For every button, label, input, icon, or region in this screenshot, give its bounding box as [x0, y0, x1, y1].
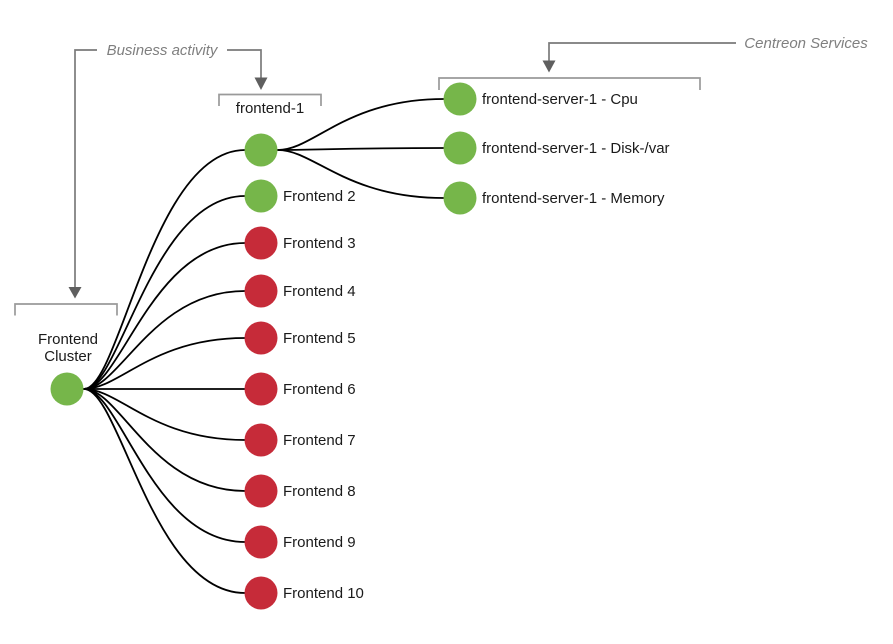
- bracket-centreon-services: [438, 77, 701, 90]
- frontend-1-label: frontend-1: [236, 100, 304, 117]
- frontend-8-label: Frontend 8: [283, 483, 356, 500]
- node-frontend-2[interactable]: [244, 179, 278, 213]
- business-activity-arm-left: [74, 49, 97, 287]
- frontend-4-label: Frontend 4: [283, 283, 356, 300]
- centreon-services-label: Centreon Services: [744, 35, 868, 52]
- edge-root-to-frontend-5: [83, 337, 246, 390]
- edge-root-to-frontend-1: [83, 149, 246, 390]
- annotation-business-activity: Business activity: [68, 42, 268, 299]
- arrow-down-icon: [68, 287, 82, 299]
- node-service-cpu[interactable]: [443, 82, 477, 116]
- frontend-2-label: Frontend 2: [283, 188, 356, 205]
- arrow-down-icon: [542, 60, 556, 73]
- node-frontend-9[interactable]: [244, 525, 278, 559]
- edge-root-to-frontend-7: [83, 388, 246, 441]
- node-frontend-6[interactable]: [244, 372, 278, 406]
- root-label-line1: Frontend: [38, 331, 98, 348]
- edge-root-to-frontend-8: [83, 388, 246, 492]
- edge-frontend1-to-cpu: [277, 98, 445, 151]
- edge-root-to-frontend-3: [83, 242, 246, 390]
- node-frontend-10[interactable]: [244, 576, 278, 610]
- bracket-frontend-cluster: [14, 303, 118, 316]
- frontend-7-label: Frontend 7: [283, 432, 356, 449]
- frontend-3-label: Frontend 3: [283, 235, 356, 252]
- service-disk-var-label: frontend-server-1 - Disk-/var: [482, 140, 670, 157]
- node-frontend-1[interactable]: [244, 133, 278, 167]
- root-label-line2: Cluster: [44, 348, 92, 365]
- frontend-10-label: Frontend 10: [283, 585, 364, 602]
- edge-frontend1-to-disk: [277, 147, 445, 151]
- node-frontend-5[interactable]: [244, 321, 278, 355]
- annotation-centreon-services: Centreon Services: [542, 35, 868, 73]
- node-frontend-cluster[interactable]: [50, 372, 84, 406]
- frontend-9-label: Frontend 9: [283, 534, 356, 551]
- business-activity-label: Business activity: [107, 42, 219, 59]
- edge-frontend1-to-memory: [277, 149, 445, 199]
- group-child-nodes: frontend-1 Frontend 2 Frontend 3 Fronten…: [236, 100, 364, 610]
- frontend-5-label: Frontend 5: [283, 330, 356, 347]
- business-activity-arm-right: [227, 49, 262, 78]
- frontend-6-label: Frontend 6: [283, 381, 356, 398]
- edge-root-to-frontend-4: [83, 290, 246, 390]
- edges-root-to-children: [83, 149, 246, 594]
- node-service-disk-var[interactable]: [443, 131, 477, 165]
- edge-root-to-frontend-10: [83, 388, 246, 594]
- arrow-down-icon: [254, 77, 268, 90]
- node-frontend-3[interactable]: [244, 226, 278, 260]
- edge-root-to-frontend-9: [83, 388, 246, 543]
- node-frontend-4[interactable]: [244, 274, 278, 308]
- edges-frontend1-to-services: [277, 98, 445, 199]
- centreon-services-arm: [548, 42, 736, 61]
- group-service-nodes: frontend-server-1 - Cpu frontend-server-…: [443, 82, 670, 215]
- service-memory-label: frontend-server-1 - Memory: [482, 190, 665, 207]
- node-service-memory[interactable]: [443, 181, 477, 215]
- node-frontend-7[interactable]: [244, 423, 278, 457]
- edge-root-to-frontend-2: [83, 195, 246, 390]
- bracket-frontend-1: [218, 93, 322, 106]
- node-frontend-8[interactable]: [244, 474, 278, 508]
- group-root-node: Frontend Cluster: [38, 331, 98, 406]
- service-cpu-label: frontend-server-1 - Cpu: [482, 91, 638, 108]
